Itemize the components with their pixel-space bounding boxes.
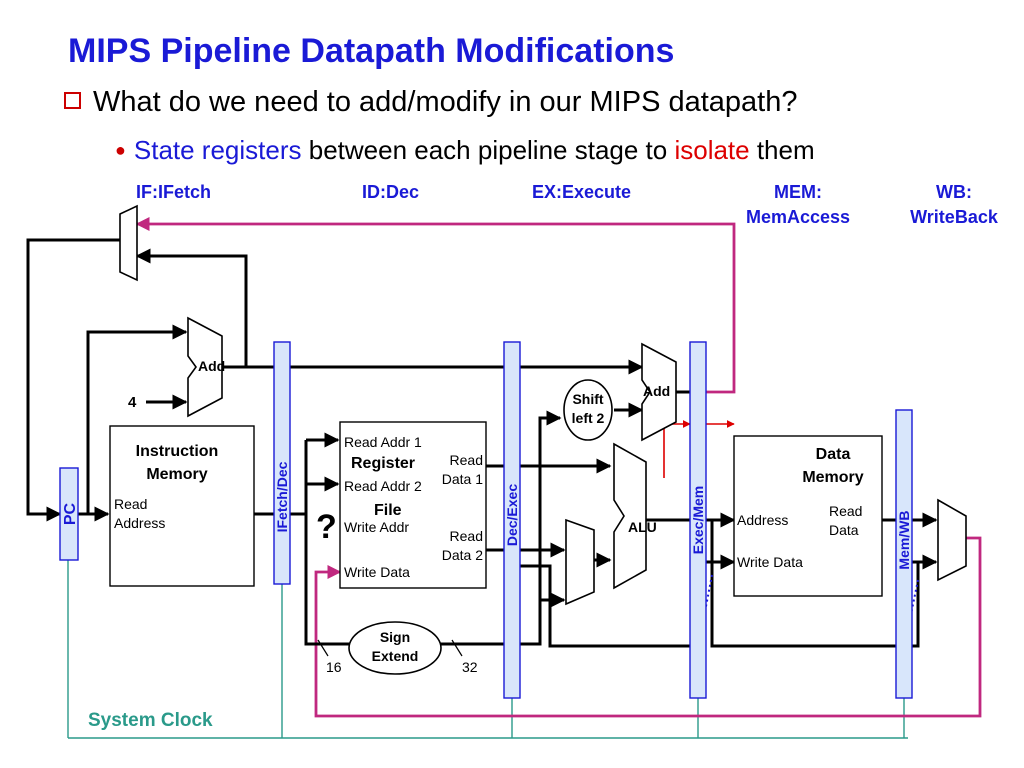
rf-title-2: File: [374, 502, 402, 519]
dec-exec-register: [503, 341, 521, 699]
rf-write-addr: Write Addr: [344, 519, 409, 535]
exec-mem-register-label: Exec/Mem: [690, 486, 706, 554]
imem-label-2: Memory: [146, 466, 207, 483]
stage-mem-line1: MEM:: [774, 182, 822, 202]
sign-label-1: Sign: [380, 629, 410, 645]
stage-wb-line2: WriteBack: [910, 207, 998, 227]
rf-read-data2-2: Data 2: [442, 547, 483, 563]
rf-read-data1-1: Read: [450, 452, 483, 468]
dot-bullet-icon: ●: [115, 139, 126, 160]
bullet2-end: them: [749, 135, 815, 165]
wb-mux: [937, 498, 967, 582]
if-dec-register: [273, 341, 291, 585]
rf-title-1: Register: [351, 455, 415, 472]
if-dec-register-label: IFetch/Dec: [274, 461, 290, 532]
mem-wb-register: [895, 409, 913, 699]
dmem-label-1: Data: [816, 446, 851, 463]
dmem-address: Address: [737, 512, 788, 528]
question-mark: ?: [316, 508, 337, 546]
sign-extend: [348, 621, 442, 675]
alu-src-mux: [565, 518, 595, 606]
rf-write-data: Write Data: [344, 564, 410, 580]
data-memory: [733, 435, 883, 597]
datapath-wires: [26, 238, 938, 648]
stage-label-ex: EX:Execute: [532, 182, 632, 202]
rf-read-data1-2: Data 1: [442, 471, 483, 487]
imem-port-2: Address: [114, 515, 165, 531]
clock-lines: [67, 560, 908, 739]
constant-four: 4: [128, 394, 137, 411]
stage-label-mem: MEM: MemAccess: [732, 180, 864, 230]
stage-label-if: IF:IFetch: [136, 182, 211, 202]
stage-label-id: ID:Dec: [362, 182, 420, 202]
alu: [613, 442, 647, 590]
branch-path: [135, 217, 736, 394]
rf-read-addr1: Read Addr 1: [344, 434, 422, 450]
shift-label-1: Shift: [572, 391, 603, 407]
shift-left2: [563, 379, 613, 441]
imem-port-1: Read: [114, 496, 147, 512]
mem-wb-register-label: Mem/WB: [896, 510, 912, 569]
shift-label-2: left 2: [572, 410, 605, 426]
sign-label-2: Extend: [372, 648, 419, 664]
alu-label: ALU: [628, 519, 657, 535]
stage-mem-line2: MemAccess: [745, 207, 851, 227]
register-file: [339, 421, 487, 589]
pipeline-registers: PC IFetch/Dec Dec/Exec Exec/Mem Mem/WB: [59, 341, 913, 699]
stage-label-wb: WB: WriteBack: [896, 180, 1012, 230]
bullet2-middle: between each pipeline stage to: [301, 135, 675, 165]
branch-adder: [641, 342, 677, 442]
writeback-path: [314, 536, 982, 718]
stage-wb-line1: WB:: [936, 182, 972, 202]
system-clock-label: System Clock: [88, 710, 213, 731]
pc-register-label: PC: [62, 502, 79, 525]
pc-adder: [187, 316, 223, 418]
rf-read-data2-1: Read: [450, 528, 483, 544]
pc-mux: [119, 204, 138, 282]
dmem-label-2: Memory: [802, 469, 863, 486]
bits-32: 32: [462, 659, 478, 675]
instruction-memory: [109, 425, 255, 587]
rf-read-addr2: Read Addr 2: [344, 478, 422, 494]
exec-mem-register: [689, 341, 707, 699]
bits-16: 16: [326, 659, 342, 675]
bullet-level1: What do we need to add/modify in our MIP…: [64, 86, 797, 119]
bullet2-state-registers: State registers: [133, 135, 302, 165]
imem-label-1: Instruction: [136, 443, 219, 460]
square-bullet-icon: [64, 91, 81, 109]
pc-adder-label: Add: [198, 358, 225, 374]
dmem-write-data: Write Data: [737, 554, 803, 570]
branch-adder-label: Add: [643, 383, 670, 399]
pc-register: [59, 467, 79, 561]
dmem-read-data-2: Data: [829, 522, 859, 538]
dmem-read-data-1: Read: [829, 503, 862, 519]
slide-title: MIPS Pipeline Datapath Modifications: [68, 32, 675, 70]
bullet-level2: ● State registers between each pipeline s…: [115, 135, 815, 166]
bullet2-isolate: isolate: [674, 135, 750, 165]
dec-exec-register-label: Dec/Exec: [504, 484, 520, 546]
bullet1-text: What do we need to add/modify in our MIP…: [93, 86, 798, 118]
